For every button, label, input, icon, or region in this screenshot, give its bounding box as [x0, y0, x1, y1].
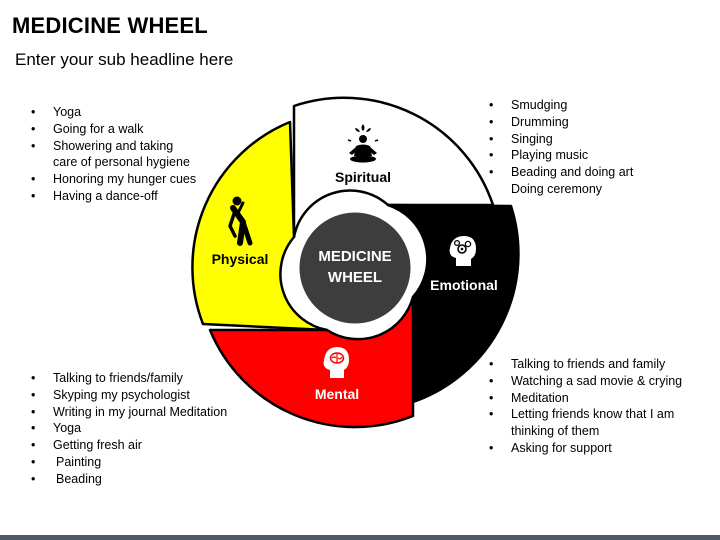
physical-activities-list: Yoga Going for a walk Showering and taki… [29, 104, 239, 205]
list-item: Yoga [29, 420, 259, 437]
list-item: Doing ceremony [511, 181, 603, 196]
list-item: Honoring my hunger cues [29, 171, 239, 188]
list-item: Smudging [487, 97, 687, 114]
list-item: Writing in my journal Meditation [29, 404, 259, 421]
center-title-line2: WHEEL [328, 269, 382, 286]
emotional-activities-list: Talking to friends and family Watching a… [487, 356, 707, 457]
list-item: care of personal hygiene [53, 155, 190, 170]
list-item: Going for a walk [29, 121, 239, 138]
mental-segment [208, 295, 415, 429]
list-item: Singing [487, 131, 687, 148]
page-subtitle: Enter your sub headline here [15, 50, 234, 69]
list-item: Talking to friends/family [29, 370, 259, 387]
emotional-label: Emotional [430, 277, 498, 293]
list-item: Asking for support [487, 440, 707, 457]
footer-bar [0, 535, 720, 540]
list-item: Talking to friends and family [487, 356, 707, 373]
mental-activities-list: Talking to friends/family Skyping my psy… [29, 370, 259, 488]
list-item: thinking of them [511, 424, 600, 439]
physical-segment [191, 120, 329, 332]
list-item: Letting friends know that I am [487, 406, 707, 423]
list-item: Meditation [487, 390, 707, 407]
list-item: Drumming [487, 114, 687, 131]
head-gear-icon [449, 236, 476, 266]
mental-label: Mental [315, 386, 359, 402]
physical-label: Physical [212, 251, 269, 267]
center-title-line1: MEDICINE [318, 248, 391, 265]
list-item: Skyping my psychologist [29, 387, 259, 404]
list-item: Yoga [29, 104, 239, 121]
spiritual-activities-list: Smudging Drumming Singing Playing music … [487, 97, 687, 198]
list-item: Watching a sad movie & crying [487, 373, 707, 390]
list-item: Having a dance-off [29, 188, 239, 205]
stretching-person-icon [228, 196, 253, 246]
list-item: Beading [29, 471, 259, 488]
list-item: Painting [29, 454, 259, 471]
brain-head-icon [323, 347, 349, 378]
list-item: Playing music [487, 147, 687, 164]
meditation-icon [347, 124, 379, 163]
list-item: Showering and taking [29, 138, 239, 155]
wheel-center [296, 209, 414, 327]
emotional-segment [386, 203, 520, 404]
spiritual-label: Spiritual [335, 169, 391, 185]
list-item: Beading and doing art [487, 164, 687, 181]
list-item: Getting fresh air [29, 437, 259, 454]
page-title: MEDICINE WHEEL [12, 13, 208, 38]
